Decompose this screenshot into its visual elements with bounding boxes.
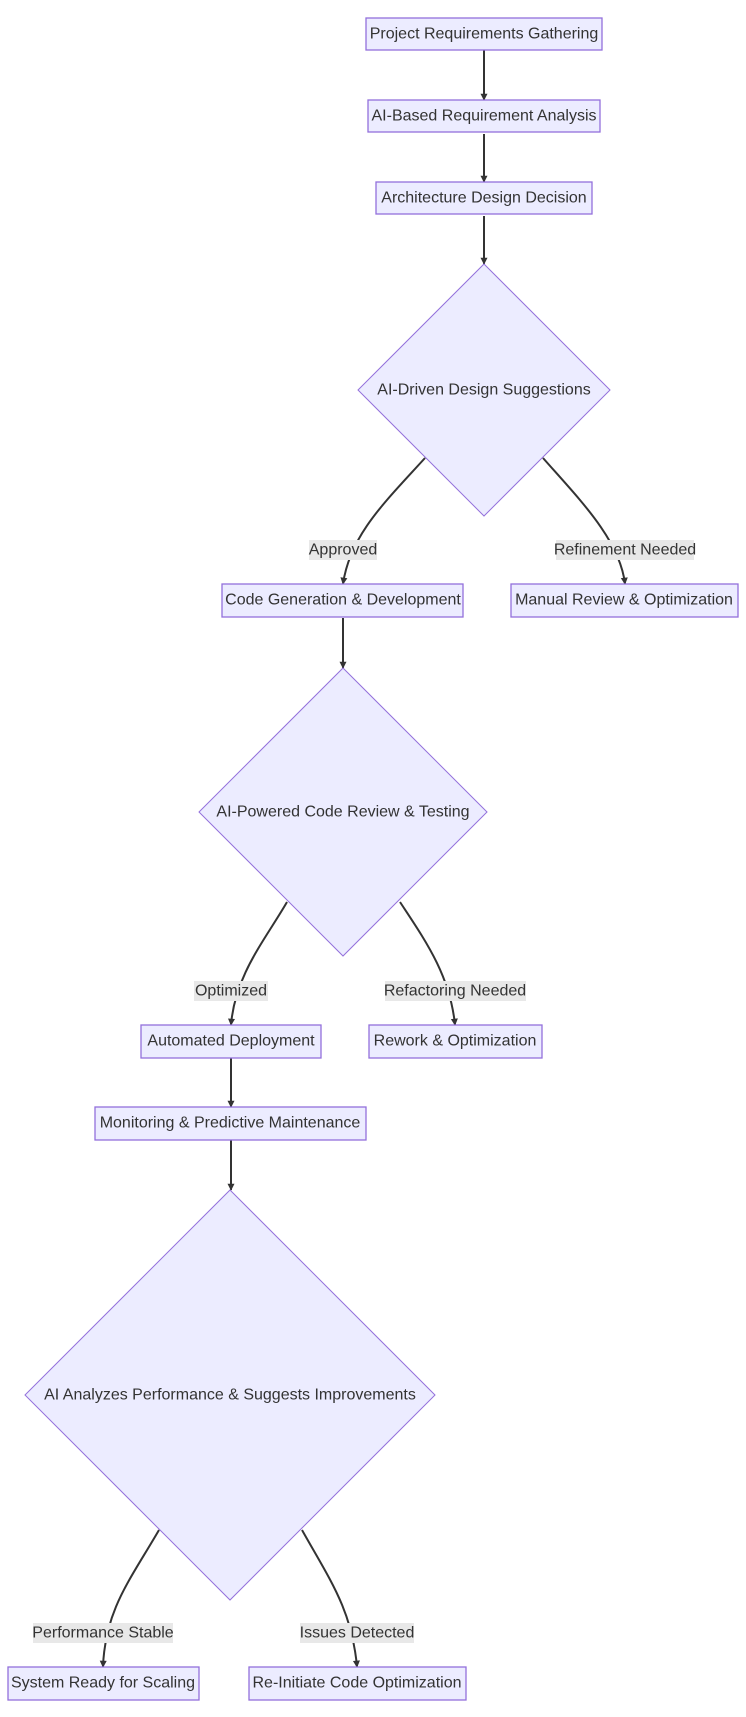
- edge-label-performance-stable-text: Performance Stable: [32, 1625, 174, 1642]
- node-code-gen[interactable]: Code Generation & Development: [221, 583, 464, 618]
- edge-label-refinement-needed: Refinement Needed: [554, 540, 696, 560]
- edge-label-issues-detected-text: Issues Detected: [300, 1625, 415, 1642]
- node-architecture[interactable]: Architecture Design Decision: [375, 181, 593, 215]
- edge-label-refinement-needed-text: Refinement Needed: [554, 542, 696, 559]
- node-requirements-label: Project Requirements Gathering: [370, 26, 599, 43]
- node-monitoring-label: Monitoring & Predictive Maintenance: [100, 1115, 361, 1132]
- edge-performance-to-scaling: [99, 1529, 160, 1668]
- node-analysis-label: AI-Based Requirement Analysis: [372, 108, 597, 125]
- nodes: Project Requirements Gathering AI-Based …: [7, 17, 739, 1701]
- node-architecture-label: Architecture Design Decision: [381, 190, 586, 207]
- edge-labels: Approved Refinement Needed Optimized Ref…: [32, 540, 696, 1643]
- edge-label-optimized-text: Optimized: [195, 983, 267, 1000]
- node-monitoring[interactable]: Monitoring & Predictive Maintenance: [94, 1106, 367, 1141]
- node-code-gen-label: Code Generation & Development: [225, 592, 461, 609]
- node-design-decision-label: AI-Driven Design Suggestions: [377, 382, 590, 399]
- edge-review-to-deployment: [228, 901, 288, 1026]
- node-deployment-label: Automated Deployment: [147, 1033, 315, 1050]
- node-analysis[interactable]: AI-Based Requirement Analysis: [367, 99, 601, 133]
- node-code-review-decision-label: AI-Powered Code Review & Testing: [216, 804, 469, 821]
- node-manual-review-label: Manual Review & Optimization: [515, 592, 733, 609]
- node-reinitiate[interactable]: Re-Initiate Code Optimization: [248, 1666, 467, 1701]
- node-performance-decision-label: AI Analyzes Performance & Suggests Impro…: [44, 1387, 416, 1404]
- node-rework-label: Rework & Optimization: [374, 1033, 537, 1050]
- node-performance-decision[interactable]: AI Analyzes Performance & Suggests Impro…: [24, 1189, 436, 1601]
- edge-label-approved-text: Approved: [309, 542, 378, 559]
- edges: [99, 50, 628, 1668]
- node-requirements[interactable]: Project Requirements Gathering: [365, 17, 603, 51]
- node-design-decision[interactable]: AI-Driven Design Suggestions: [357, 263, 611, 517]
- node-manual-review[interactable]: Manual Review & Optimization: [510, 583, 739, 618]
- edge-label-optimized: Optimized: [194, 981, 268, 1001]
- node-reinitiate-label: Re-Initiate Code Optimization: [253, 1675, 462, 1692]
- node-code-review-decision[interactable]: AI-Powered Code Review & Testing: [198, 667, 488, 957]
- edge-label-refactoring-needed-text: Refactoring Needed: [384, 983, 526, 1000]
- node-rework[interactable]: Rework & Optimization: [368, 1024, 543, 1059]
- edge-label-approved: Approved: [309, 540, 378, 560]
- edge-label-performance-stable: Performance Stable: [32, 1623, 174, 1643]
- edge-label-refactoring-needed: Refactoring Needed: [384, 981, 526, 1001]
- node-scaling-label: System Ready for Scaling: [11, 1675, 195, 1692]
- edge-design-to-code-gen: [340, 457, 426, 585]
- edge-performance-to-reinitiate: [301, 1529, 360, 1668]
- edge-label-issues-detected: Issues Detected: [300, 1623, 415, 1643]
- edge-review-to-rework: [399, 901, 458, 1026]
- edge-design-to-manual-review: [542, 457, 628, 585]
- node-deployment[interactable]: Automated Deployment: [140, 1024, 322, 1059]
- node-scaling[interactable]: System Ready for Scaling: [7, 1666, 200, 1701]
